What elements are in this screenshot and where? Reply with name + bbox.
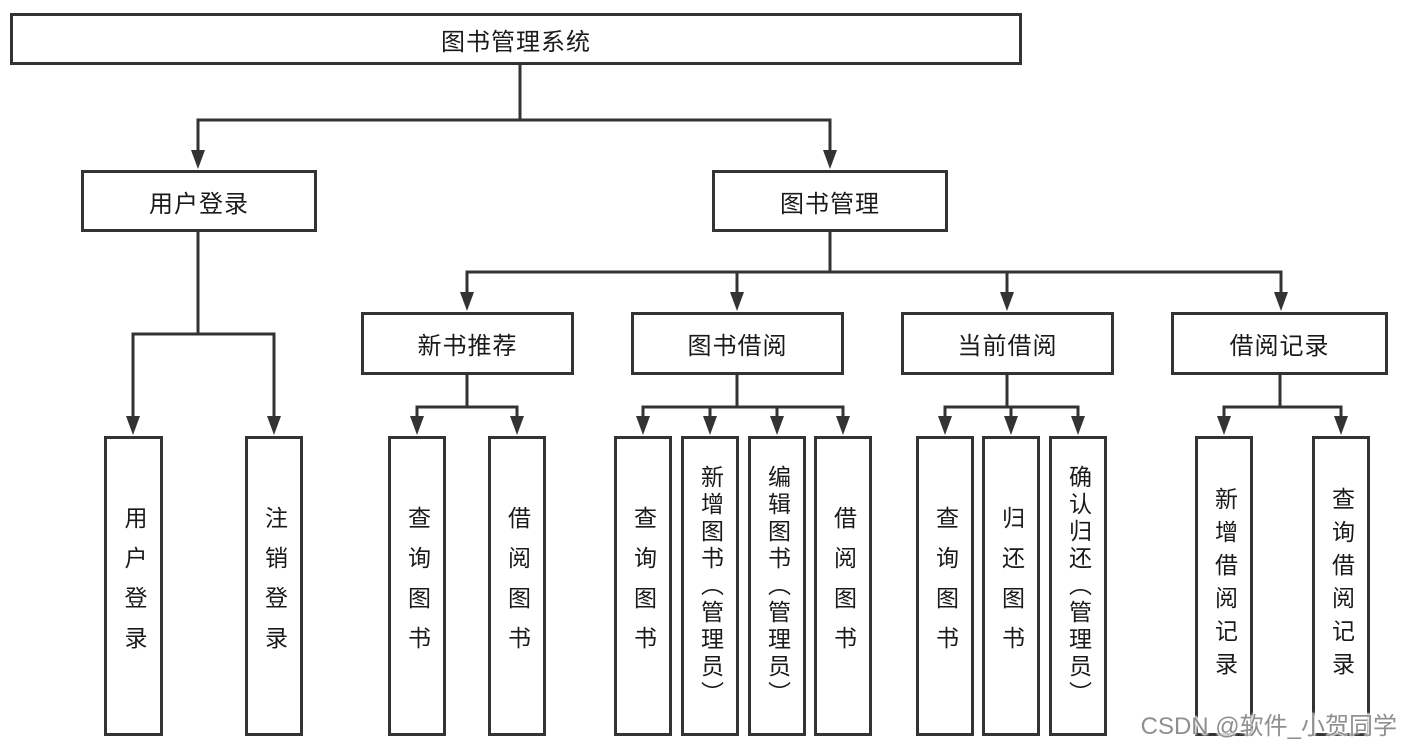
node-leaf-user-login: 用户登录 bbox=[104, 436, 163, 736]
node-leaf-query-borrow-record: 查询借阅记录 bbox=[1312, 436, 1370, 736]
node-book-management: 图书管理 bbox=[712, 170, 948, 232]
node-leaf-logout: 注销登录 bbox=[245, 436, 303, 736]
node-leaf-logout-label: 注销登录 bbox=[261, 506, 288, 666]
node-root-label: 图书管理系统 bbox=[441, 28, 591, 56]
node-borrowing-records-label: 借阅记录 bbox=[1229, 333, 1330, 360]
node-leaf-add-books-admin-label: 新增图书（管理员） bbox=[697, 464, 724, 708]
node-root: 图书管理系统 bbox=[10, 13, 1022, 65]
node-book-management-label: 图书管理 bbox=[780, 190, 880, 218]
node-leaf-borrow-books-1: 借阅图书 bbox=[488, 436, 546, 736]
node-leaf-query-books-2: 查询图书 bbox=[614, 436, 672, 736]
node-leaf-user-login-label: 用户登录 bbox=[121, 506, 147, 666]
node-leaf-confirm-return-admin-label: 确认归还（管理员） bbox=[1065, 464, 1092, 708]
node-leaf-query-books-3-label: 查询图书 bbox=[932, 506, 959, 666]
node-leaf-confirm-return-admin: 确认归还（管理员） bbox=[1049, 436, 1107, 736]
node-user-login: 用户登录 bbox=[81, 170, 317, 232]
node-leaf-borrow-books-2: 借阅图书 bbox=[814, 436, 872, 736]
node-new-book-recommend: 新书推荐 bbox=[361, 312, 574, 375]
node-leaf-edit-books-admin: 编辑图书（管理员） bbox=[748, 436, 806, 736]
node-new-book-recommend-label: 新书推荐 bbox=[417, 333, 518, 360]
node-leaf-query-books-3: 查询图书 bbox=[916, 436, 974, 736]
node-leaf-query-books-1: 查询图书 bbox=[388, 436, 446, 736]
csdn-watermark: CSDN @软件_小贺同学 bbox=[1140, 713, 1397, 740]
node-book-borrowing-label: 图书借阅 bbox=[687, 333, 788, 360]
node-current-borrowing-label: 当前借阅 bbox=[957, 333, 1058, 360]
node-leaf-return-books-label: 归还图书 bbox=[998, 506, 1025, 666]
node-leaf-add-borrow-record: 新增借阅记录 bbox=[1195, 436, 1253, 736]
node-book-borrowing: 图书借阅 bbox=[631, 312, 844, 375]
node-leaf-edit-books-admin-label: 编辑图书（管理员） bbox=[764, 464, 791, 708]
node-leaf-add-books-admin: 新增图书（管理员） bbox=[681, 436, 739, 736]
node-borrowing-records: 借阅记录 bbox=[1171, 312, 1388, 375]
node-current-borrowing: 当前借阅 bbox=[901, 312, 1114, 375]
node-user-login-label: 用户登录 bbox=[149, 190, 249, 218]
node-leaf-borrow-books-2-label: 借阅图书 bbox=[830, 506, 857, 666]
node-leaf-return-books: 归还图书 bbox=[982, 436, 1040, 736]
node-leaf-add-borrow-record-label: 新增借阅记录 bbox=[1211, 487, 1238, 685]
node-leaf-query-books-2-label: 查询图书 bbox=[630, 506, 657, 666]
node-leaf-query-borrow-record-label: 查询借阅记录 bbox=[1328, 487, 1355, 685]
node-leaf-borrow-books-1-label: 借阅图书 bbox=[504, 506, 531, 666]
node-leaf-query-books-1-label: 查询图书 bbox=[404, 506, 431, 666]
arrowheads bbox=[126, 150, 1348, 435]
